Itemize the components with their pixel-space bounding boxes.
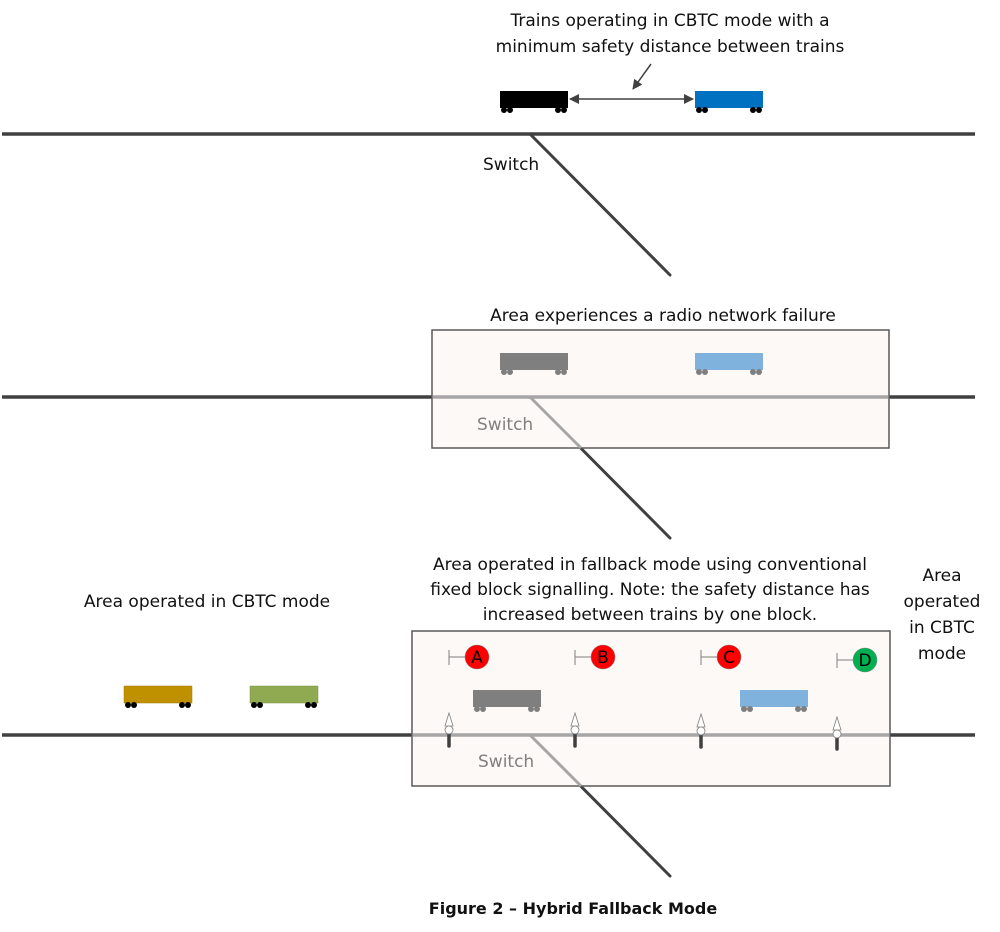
signal-a-label: A <box>471 648 483 668</box>
left-cbtc-annotation: Area operated in CBTC mode <box>84 592 330 612</box>
fallback-annotation-line1: Area operated in fallback mode using con… <box>433 555 867 575</box>
signal-b-lamp <box>590 644 616 670</box>
block-marker-a <box>444 711 454 748</box>
block-marker-b <box>570 711 580 748</box>
gold-train <box>123 685 193 708</box>
pointer-arrow <box>632 63 652 90</box>
panel1-annotation-line2: minimum safety distance between trains <box>496 37 845 57</box>
olive-train <box>249 685 319 708</box>
signal-c: C <box>700 644 742 670</box>
figure-caption: Figure 2 – Hybrid Fallback Mode <box>429 899 718 918</box>
block-marker-c <box>696 712 706 749</box>
signal-b: B <box>574 644 616 670</box>
fallback-annotation-line2: fixed block signalling. Note: the safety… <box>430 580 870 600</box>
switch-label: Switch <box>478 752 534 772</box>
signal-c-lamp <box>716 644 742 670</box>
panel2-annotation: Area experiences a radio network failure <box>490 306 836 326</box>
switch-label: Switch <box>483 155 539 175</box>
failure-area <box>431 329 890 449</box>
right-cbtc-annotation-line3: in CBTC <box>909 618 975 638</box>
panel-hybrid-fallback: Area operated in fallback mode using con… <box>2 555 981 878</box>
signal-d-label: D <box>858 651 871 671</box>
signal-d-lamp <box>852 647 878 673</box>
panel1-annotation-line1: Trains operating in CBTC mode with a <box>509 11 829 31</box>
panel-cbtc-normal: Trains operating in CBTC mode with a min… <box>2 11 975 277</box>
grey-train <box>473 690 541 712</box>
signal-d: D <box>836 647 878 673</box>
block-marker-d <box>832 715 842 751</box>
right-cbtc-annotation-line2: operated <box>904 592 981 612</box>
blue-train <box>695 91 763 113</box>
right-cbtc-annotation-line4: mode <box>918 644 966 664</box>
signal-a-lamp <box>464 644 490 670</box>
grey-train <box>500 353 568 375</box>
signal-a: A <box>448 644 490 670</box>
switch-label: Switch <box>477 415 533 435</box>
fallback-area <box>411 630 891 787</box>
degraded-switch-branch <box>528 395 583 450</box>
light-blue-train <box>740 690 808 712</box>
signal-c-label: C <box>723 648 735 668</box>
right-cbtc-annotation-line1: Area <box>922 566 961 586</box>
light-blue-train <box>695 353 763 375</box>
switch-branch-track <box>528 132 672 277</box>
signal-b-label: B <box>597 648 609 668</box>
black-train <box>500 91 568 113</box>
fallback-annotation-line3: increased between trains by one block. <box>483 605 817 625</box>
panel-radio-failure: Area experiences a radio network failure… <box>2 306 975 540</box>
degraded-switch-branch <box>528 733 583 788</box>
